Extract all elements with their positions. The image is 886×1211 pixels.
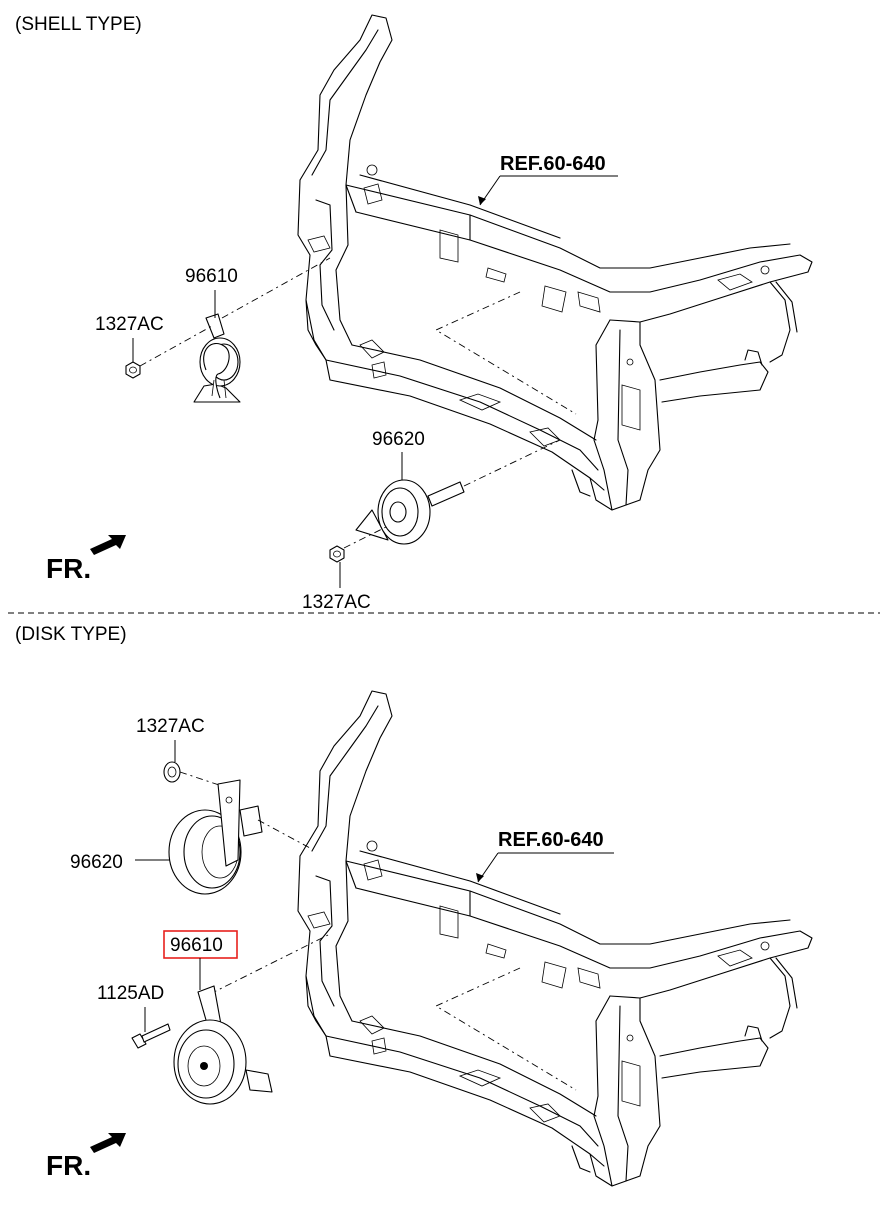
horn-96620 [355,479,465,545]
mount-line-96620 [257,819,311,849]
ref-label: REF.60-640 [498,829,604,851]
radiator-support-frame [297,690,813,1187]
ref-arrow-icon [478,196,486,205]
horn-96610 [193,337,241,403]
mount-line-96610 [209,933,331,995]
section-disk-type: (DISK TYPE) REF.60-640 1327AC 96620 96 [15,624,813,1187]
nut-1327ac [163,761,181,783]
horn-96610 [173,985,273,1105]
label-1327ac-bottom: 1327AC [302,592,371,613]
ref-label: REF.60-640 [500,153,606,175]
label-96620: 96620 [70,852,123,873]
bolt-1125ad [131,1023,171,1049]
horn-bracket [205,313,225,339]
ref-arrow-icon [476,873,484,882]
section-title: (DISK TYPE) [15,624,127,645]
label-96620: 96620 [372,429,425,450]
section-shell-type: (SHELL TYPE) REF.60-640 96610 1327AC 966… [15,14,813,613]
horn-96620 [168,779,263,895]
label-96610: 96610 [185,266,238,287]
mount-line-nut-top [139,325,213,367]
front-label: FR. [46,553,91,584]
mount-line-nut-bottom [343,525,389,549]
label-96610: 96610 [170,935,223,956]
section-title: (SHELL TYPE) [15,14,142,35]
mount-line-nut [179,771,223,787]
front-arrow-icon [90,535,126,555]
mount-line-96610 [221,257,331,319]
label-1327ac-top: 1327AC [95,314,164,335]
label-1327ac: 1327AC [136,716,205,737]
front-arrow-icon [90,1133,126,1153]
front-label: FR. [46,1150,91,1181]
nut-1327ac [125,361,141,379]
nut-1327ac [329,545,345,563]
mount-line-96620 [463,439,561,487]
label-1125ad: 1125AD [97,983,164,1004]
